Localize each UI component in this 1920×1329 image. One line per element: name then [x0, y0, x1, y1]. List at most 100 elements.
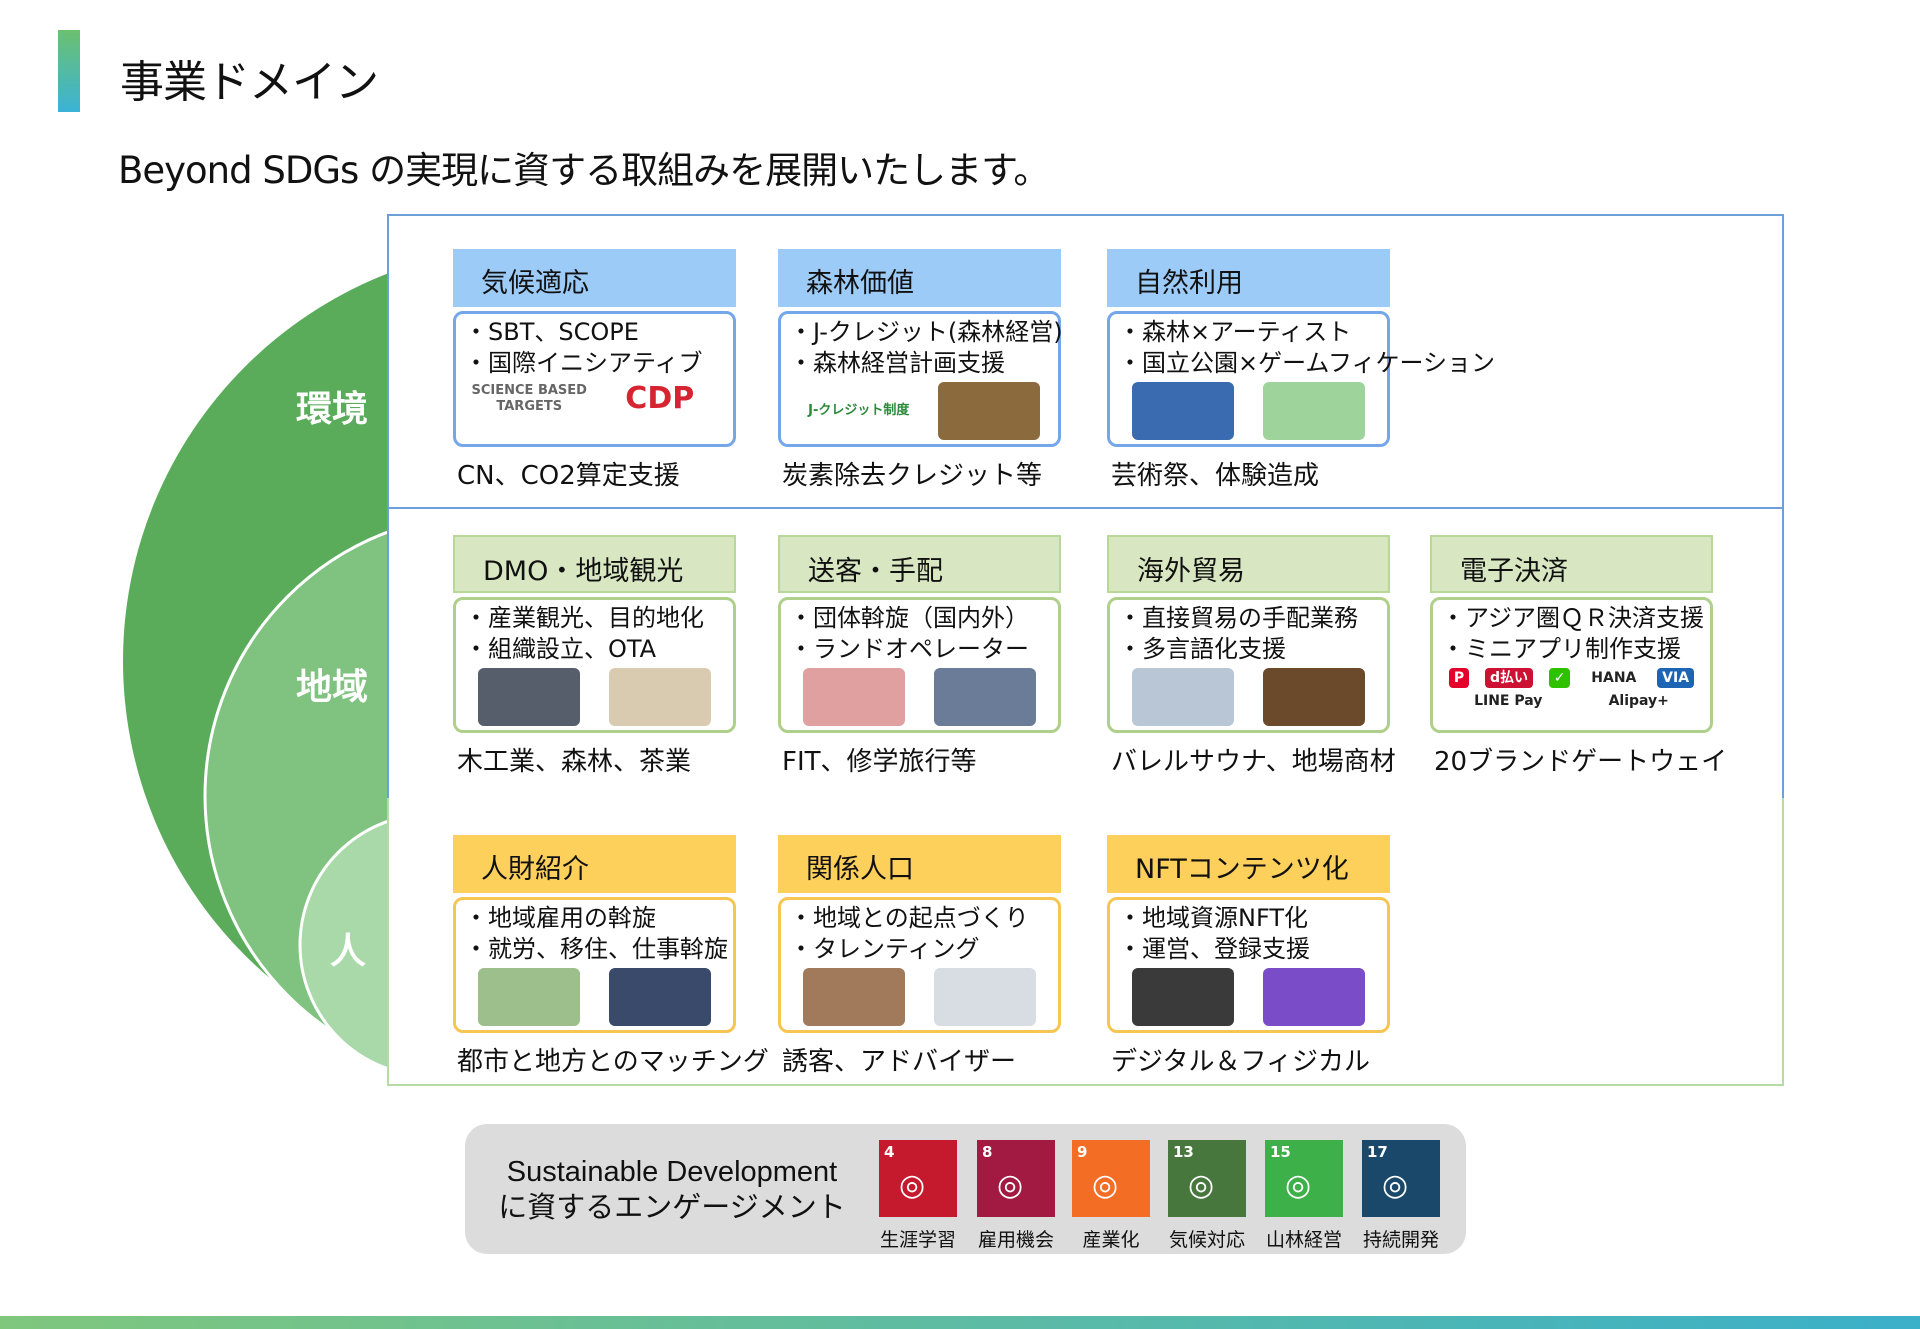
sdg-goal-17: 17 ◎ 持続開発	[1362, 1140, 1440, 1252]
card-bullet: ・就労、移住、仕事斡旋	[464, 935, 728, 963]
card-bullet: ・地域雇用の斡旋	[464, 904, 656, 932]
domain-card: DMO・地域観光 ・産業観光、目的地化・組織設立、OTA 木工業、森林、茶業	[453, 535, 736, 778]
row-divider	[387, 507, 1784, 509]
sdg-goal-number: 13	[1173, 1143, 1194, 1161]
sdg-goal-15: 15◎ 山林経営	[1265, 1140, 1343, 1252]
photo-image	[933, 968, 1036, 1026]
card-caption: FIT、修学旅行等	[782, 747, 977, 777]
sdg-goal-label: 持続開発	[1362, 1229, 1439, 1251]
domain-card: 送客・手配 ・団体斡旋（国内外）・ランドオペレーター FIT、修学旅行等	[778, 535, 1061, 778]
sdg-goal-label: 山林経営	[1265, 1229, 1342, 1251]
card-bullet: ・多言語化支援	[1118, 635, 1286, 663]
payment-logo: Alipay+	[1608, 693, 1669, 709]
photo-image	[1132, 668, 1235, 726]
payment-logo: ✓	[1548, 668, 1571, 688]
sdg-goal-4: 4◎ 生涯学習	[879, 1140, 957, 1252]
photo-image	[1262, 668, 1365, 726]
sdg-goal-icon: 9◎	[1072, 1140, 1150, 1217]
card-body: ・直接貿易の手配業務・多言語化支援	[1107, 597, 1390, 733]
sdg-symbol-icon: ◎	[1092, 1168, 1119, 1203]
photo-image	[933, 668, 1036, 726]
card-caption: 芸術祭、体験造成	[1111, 461, 1320, 491]
photo-image	[478, 968, 581, 1026]
card-bullet: ・アジア圏ＱＲ決済支援	[1441, 604, 1705, 632]
photo-image	[1262, 382, 1365, 440]
label-people: 人	[330, 931, 367, 972]
sdg-goal-9: 9◎ 産業化	[1072, 1140, 1150, 1252]
card-body: ・地域との起点づくり・タレンティング	[778, 897, 1061, 1033]
card-caption: デジタル＆フィジカル	[1111, 1047, 1370, 1077]
card-bullet: ・地域資源NFT化	[1118, 904, 1308, 932]
card-bullet: ・ランドオペレーター	[789, 635, 1029, 663]
card-body: ・SBT、SCOPE・国際イニシアティブ SCIENCE BASED TARGE…	[453, 311, 736, 447]
domain-card: 関係人口 ・地域との起点づくり・タレンティング 誘客、アドバイザー	[778, 835, 1061, 1078]
photo-image	[608, 968, 711, 1026]
card-title: 人財紹介	[453, 835, 736, 893]
card-bullet: ・タレンティング	[789, 935, 980, 963]
card-title: 海外貿易	[1107, 535, 1390, 593]
photo-image	[803, 968, 906, 1026]
domain-card: 森林価値 ・J-クレジット(森林経営)・森林経営計画支援 J-クレジット制度 炭…	[778, 249, 1063, 492]
title-accent-bar	[58, 30, 80, 112]
card-body: ・森林×アーティスト・国立公園×ゲームフィケーション	[1107, 311, 1495, 447]
card-caption: 誘客、アドバイザー	[782, 1047, 1017, 1077]
footer-gradient-bar	[0, 1316, 1920, 1329]
card-caption: バレルサウナ、地場商材	[1111, 747, 1396, 777]
card-bullet: ・ミニアプリ制作支援	[1441, 635, 1681, 663]
domain-circles	[123, 273, 388, 1071]
card-bullet: ・国立公園×ゲームフィケーション	[1118, 349, 1495, 377]
card-title: 電子決済	[1430, 535, 1713, 593]
sdg-symbol-icon: ◎	[1382, 1168, 1409, 1203]
card-bullet: ・国際イニシアティブ	[464, 349, 703, 377]
partner-logo: CDP	[625, 381, 695, 416]
sdg-goal-number: 15	[1270, 1143, 1291, 1161]
sdg-symbol-icon: ◎	[1188, 1168, 1215, 1203]
card-body: ・団体斡旋（国内外）・ランドオペレーター	[778, 597, 1061, 733]
card-bullet: ・J-クレジット(森林経営)	[789, 318, 1063, 346]
card-bullet: ・地域との起点づくり	[789, 904, 1029, 932]
sdg-goal-label: 雇用機会	[977, 1229, 1054, 1251]
label-environment: 環境	[296, 389, 369, 430]
sdg-caption-line1: Sustainable Development	[506, 1156, 838, 1188]
sdg-goal-icon: 4◎	[879, 1140, 957, 1217]
sdg-goal-label: 生涯学習	[879, 1229, 956, 1251]
sdg-goal-number: 4	[884, 1143, 895, 1161]
people-circle	[298, 819, 388, 1071]
photo-image	[938, 382, 1041, 440]
card-title: 関係人口	[778, 835, 1061, 893]
card-body: ・J-クレジット(森林経営)・森林経営計画支援 J-クレジット制度	[778, 311, 1063, 447]
sdg-goal-13: 13◎ 気候対応	[1168, 1140, 1246, 1252]
label-region: 地域	[296, 667, 369, 708]
sdg-caption: Sustainable Development に資するエンゲージメント	[472, 1154, 872, 1226]
card-caption: 都市と地方とのマッチング	[457, 1047, 769, 1077]
page-subtitle: Beyond SDGs の実現に資する取組みを展開いたします。	[118, 149, 1050, 192]
card-body: ・地域雇用の斡旋・就労、移住、仕事斡旋	[453, 897, 736, 1033]
photo-image	[1132, 382, 1235, 440]
sdg-goal-number: 17	[1367, 1143, 1388, 1161]
photo-image	[1262, 968, 1365, 1026]
sdg-symbol-icon: ◎	[997, 1168, 1024, 1203]
card-title: NFTコンテンツ化	[1107, 835, 1390, 893]
payment-logo: VIA	[1657, 668, 1695, 688]
photo-image	[803, 668, 906, 726]
payment-logo: P	[1448, 668, 1470, 688]
card-caption: CN、CO2算定支援	[457, 461, 680, 491]
domain-card: 自然利用 ・森林×アーティスト・国立公園×ゲームフィケーション 芸術祭、体験造成	[1107, 249, 1495, 492]
sdg-goal-icon: 17 ◎	[1362, 1140, 1440, 1217]
page-title: 事業ドメイン	[120, 57, 379, 108]
sdg-symbol-icon: ◎	[899, 1168, 926, 1203]
card-title: DMO・地域観光	[453, 535, 736, 593]
card-caption: 炭素除去クレジット等	[782, 461, 1043, 491]
card-bullet: ・組織設立、OTA	[464, 635, 657, 663]
partner-logo: J-クレジット制度	[808, 403, 910, 418]
payment-logo: HANA	[1591, 670, 1637, 686]
payment-logo: LINE Pay	[1469, 691, 1548, 711]
domain-card: 人財紹介 ・地域雇用の斡旋・就労、移住、仕事斡旋 都市と地方とのマッチング	[453, 835, 769, 1078]
domain-card: 気候適応 ・SBT、SCOPE・国際イニシアティブ SCIENCE BASED …	[453, 249, 736, 492]
sdg-goal-number: 8	[982, 1143, 993, 1161]
photo-image	[608, 668, 711, 726]
card-caption: 木工業、森林、茶業	[457, 747, 692, 777]
partner-logo: SCIENCE BASED TARGETS	[471, 383, 587, 414]
sdg-goal-icon: 8◎	[977, 1140, 1055, 1217]
